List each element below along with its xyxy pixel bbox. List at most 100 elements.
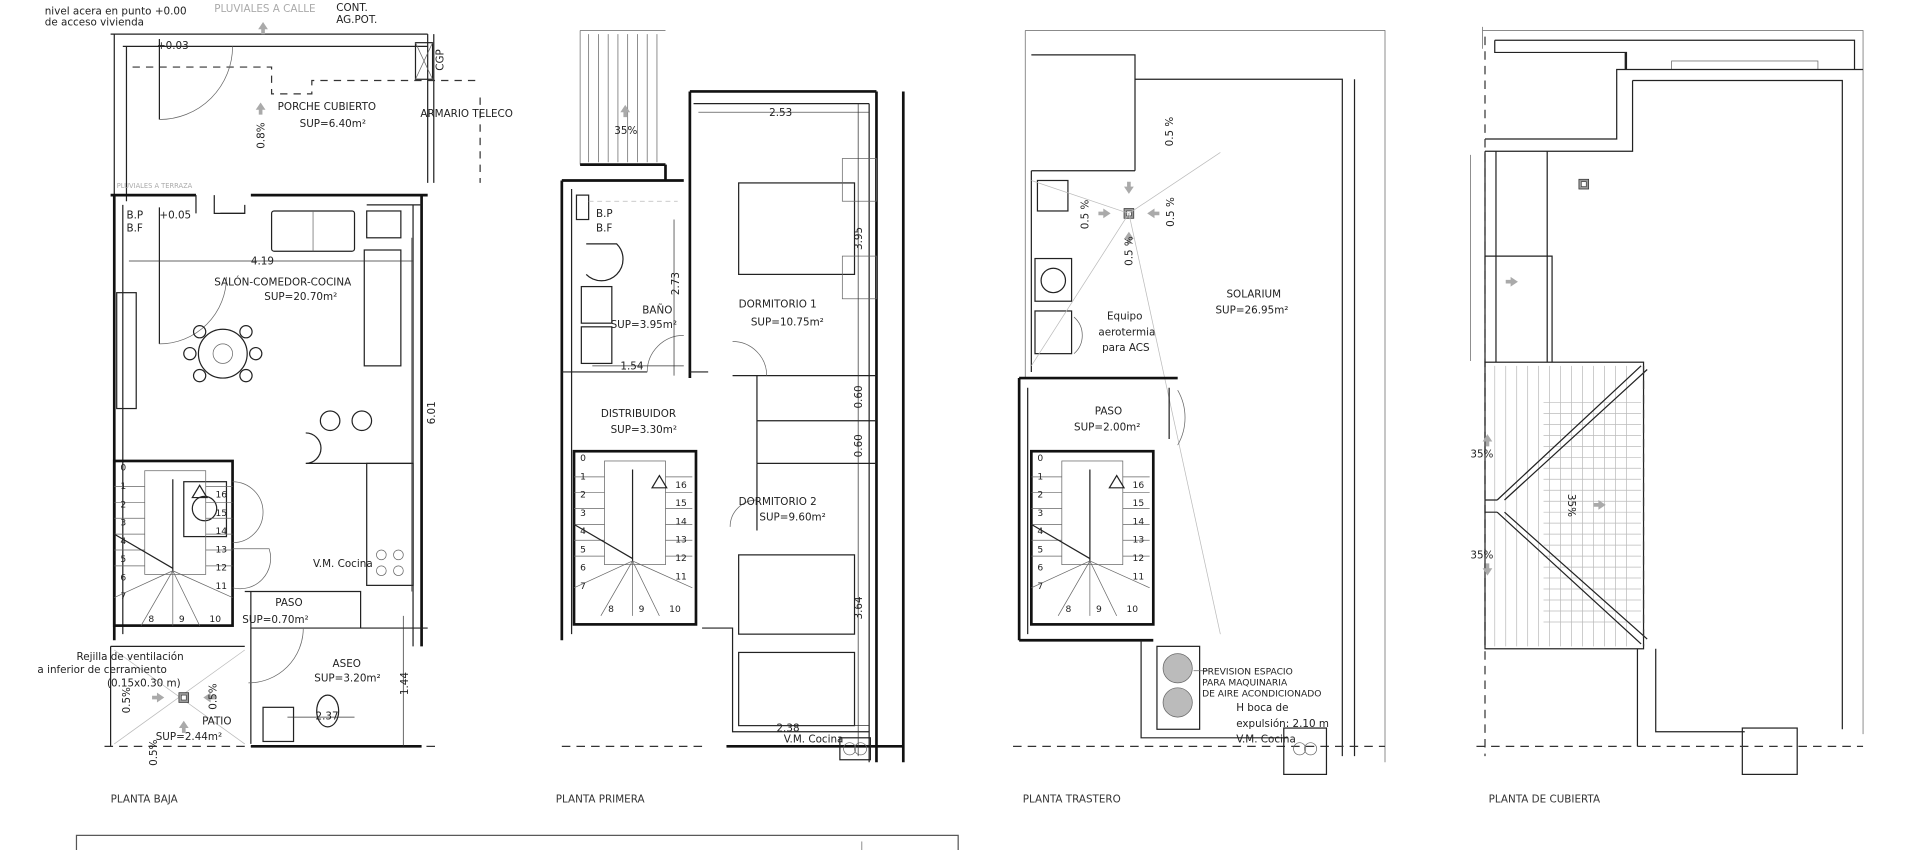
stair-step-number: 0 — [120, 464, 126, 474]
vm-cocina-label: V.M. Cocina — [313, 558, 373, 570]
stair-step-number: 3 — [580, 509, 586, 519]
rejilla-line2: a inferior de cerramiento — [37, 664, 166, 676]
plan-title-primera: PLANTA PRIMERA — [556, 793, 645, 805]
stair-step-number: 7 — [580, 582, 586, 592]
room-sup-bano: SUP=3.95m² — [611, 319, 677, 331]
room-sup-porche: SUP=6.40m² — [300, 118, 366, 130]
dim-d1-length: 3.95 — [853, 227, 865, 250]
bp-label: B.P — [596, 208, 613, 220]
stair-step-number: 2 — [1037, 491, 1043, 501]
dim-d2-length: 3.64 — [853, 596, 865, 619]
prevision-line2: PARA MAQUINARIA — [1202, 678, 1288, 688]
rejilla-line1: Rejilla de ventilación — [76, 651, 183, 663]
stair-step-number: 3 — [120, 519, 126, 529]
prevision-line1: PREVISION ESPACIO — [1202, 667, 1293, 677]
plan-planta-trastero: 0.5 % 0.5 % 0.5 % 0.5 % SOLARIUM SUP=26.… — [1013, 30, 1386, 805]
stair-step-number: 11 — [1133, 572, 1145, 582]
pluviales-calle-label: PLUVIALES A CALLE — [214, 3, 315, 15]
dim-length: 6.01 — [426, 401, 438, 424]
stair-step-number: 6 — [580, 564, 586, 574]
plan-title-trastero: PLANTA TRASTERO — [1023, 793, 1121, 805]
stair-step-number: 16 — [675, 481, 687, 491]
stair-step-number: 6 — [120, 573, 126, 583]
room-sup-salon: SUP=20.70m² — [264, 291, 337, 303]
stair-step-number: 10 — [209, 615, 221, 625]
stair-step-number: 13 — [675, 536, 687, 546]
room-name-paso: PASO — [1095, 406, 1122, 418]
room-name-salon: SALÓN-COMEDOR-COCINA — [214, 275, 351, 288]
room-sup-dormitorio2: SUP=9.60m² — [759, 512, 825, 524]
stair-step-number: 2 — [580, 491, 586, 501]
cgp-label: CGP — [435, 49, 447, 71]
plan-title-cubierta: PLANTA DE CUBIERTA — [1489, 793, 1600, 805]
stair-step-number: 11 — [215, 582, 227, 592]
stair-step-number: 10 — [1126, 605, 1138, 615]
room-sup-aseo: SUP=3.20m² — [314, 673, 380, 685]
pluviales-terraza-label: PLUVIALES A TERRAZA — [117, 182, 193, 190]
room-sup-distribuidor: SUP=3.30m² — [611, 424, 677, 436]
dim-closet2: 0.60 — [853, 434, 865, 457]
slope-porche: 0.8% — [255, 122, 267, 148]
room-name-patio: PATIO — [202, 715, 231, 727]
room-name-paso: PASO — [275, 597, 302, 609]
stair-step-number: 9 — [1096, 605, 1102, 615]
slope-cubierta-bottom: 35% — [1470, 550, 1493, 562]
stair-step-number: 0 — [1037, 454, 1043, 464]
stair-direction-arrow-icon — [191, 484, 209, 499]
stair-step-number: 4 — [120, 537, 126, 547]
stair-step-number: 5 — [1037, 545, 1043, 555]
room-name-dormitorio2: DORMITORIO 2 — [739, 496, 817, 508]
dim-width: 4.19 — [251, 256, 274, 268]
stair-step-number: 10 — [669, 605, 681, 615]
stair-step-number: 6 — [1037, 564, 1043, 574]
room-sup-solarium: SUP=26.95m² — [1215, 304, 1288, 316]
dim-aseo-v: 1.44 — [399, 672, 411, 695]
stair-step-number: 12 — [675, 554, 687, 564]
slope-terrace: 35% — [614, 125, 637, 137]
stair-step-number: 12 — [215, 564, 227, 574]
stair-step-number: 15 — [675, 499, 687, 509]
legend-box — [75, 834, 959, 850]
prevision-line3: DE AIRE ACONDICIONADO — [1202, 689, 1321, 699]
stair-step-number: 4 — [1037, 527, 1043, 537]
vm-cocina-label: V.M. Cocina — [784, 734, 844, 746]
stair-step-number: 13 — [1133, 536, 1145, 546]
stair-step-number: 12 — [1133, 554, 1145, 564]
plan-title-baja: PLANTA BAJA — [111, 793, 178, 805]
dim-bano-length: 2.73 — [670, 272, 682, 295]
room-sup-paso: SUP=2.00m² — [1074, 421, 1140, 433]
slope-cubierta-center: 35% — [1565, 494, 1577, 517]
bp-label: B.P — [126, 209, 143, 221]
stair-step-number: 7 — [1037, 582, 1043, 592]
boca-line1: H boca de — [1236, 702, 1288, 714]
plan-planta-baja: nivel acera en punto +0.00 de acceso viv… — [37, 2, 513, 805]
cont-label: CONT. — [336, 2, 368, 14]
room-sup-patio: SUP=2.44m² — [156, 731, 222, 743]
stair-direction-arrow-icon — [650, 474, 668, 489]
stair-step-number: 2 — [120, 500, 126, 510]
rejilla-line3: (0.15x0.30 m) — [107, 678, 181, 690]
stair-step-number: 1 — [580, 472, 586, 482]
room-name-dormitorio1: DORMITORIO 1 — [739, 298, 817, 310]
room-sup-dormitorio1: SUP=10.75m² — [751, 317, 824, 329]
level-entry: +0.03 — [157, 40, 189, 52]
stair-step-number: 15 — [215, 509, 227, 519]
slope-patio-bottom: 0.5% — [148, 739, 160, 765]
dim-d1-width: 2.53 — [769, 107, 792, 119]
dim-d2-width: 2.38 — [776, 723, 799, 735]
dim-aseo-h: 2.37 — [315, 711, 338, 723]
stair-direction-arrow-icon — [1108, 474, 1126, 489]
stair-step-number: 8 — [608, 605, 614, 615]
equipo-line2: aerotermia — [1098, 326, 1155, 338]
stair-step-number: 16 — [1133, 481, 1145, 491]
stair-step-number: 14 — [215, 527, 227, 537]
bf-label: B.F — [126, 223, 142, 235]
stair-step-number: 7 — [120, 592, 126, 602]
level-note-line2: de acceso vivienda — [45, 17, 144, 29]
equipo-line1: Equipo — [1107, 311, 1142, 323]
stair-step-number: 8 — [1065, 605, 1071, 615]
vm-cocina-label: V.M. Cocina — [1236, 734, 1296, 746]
stair-step-number: 5 — [580, 545, 586, 555]
